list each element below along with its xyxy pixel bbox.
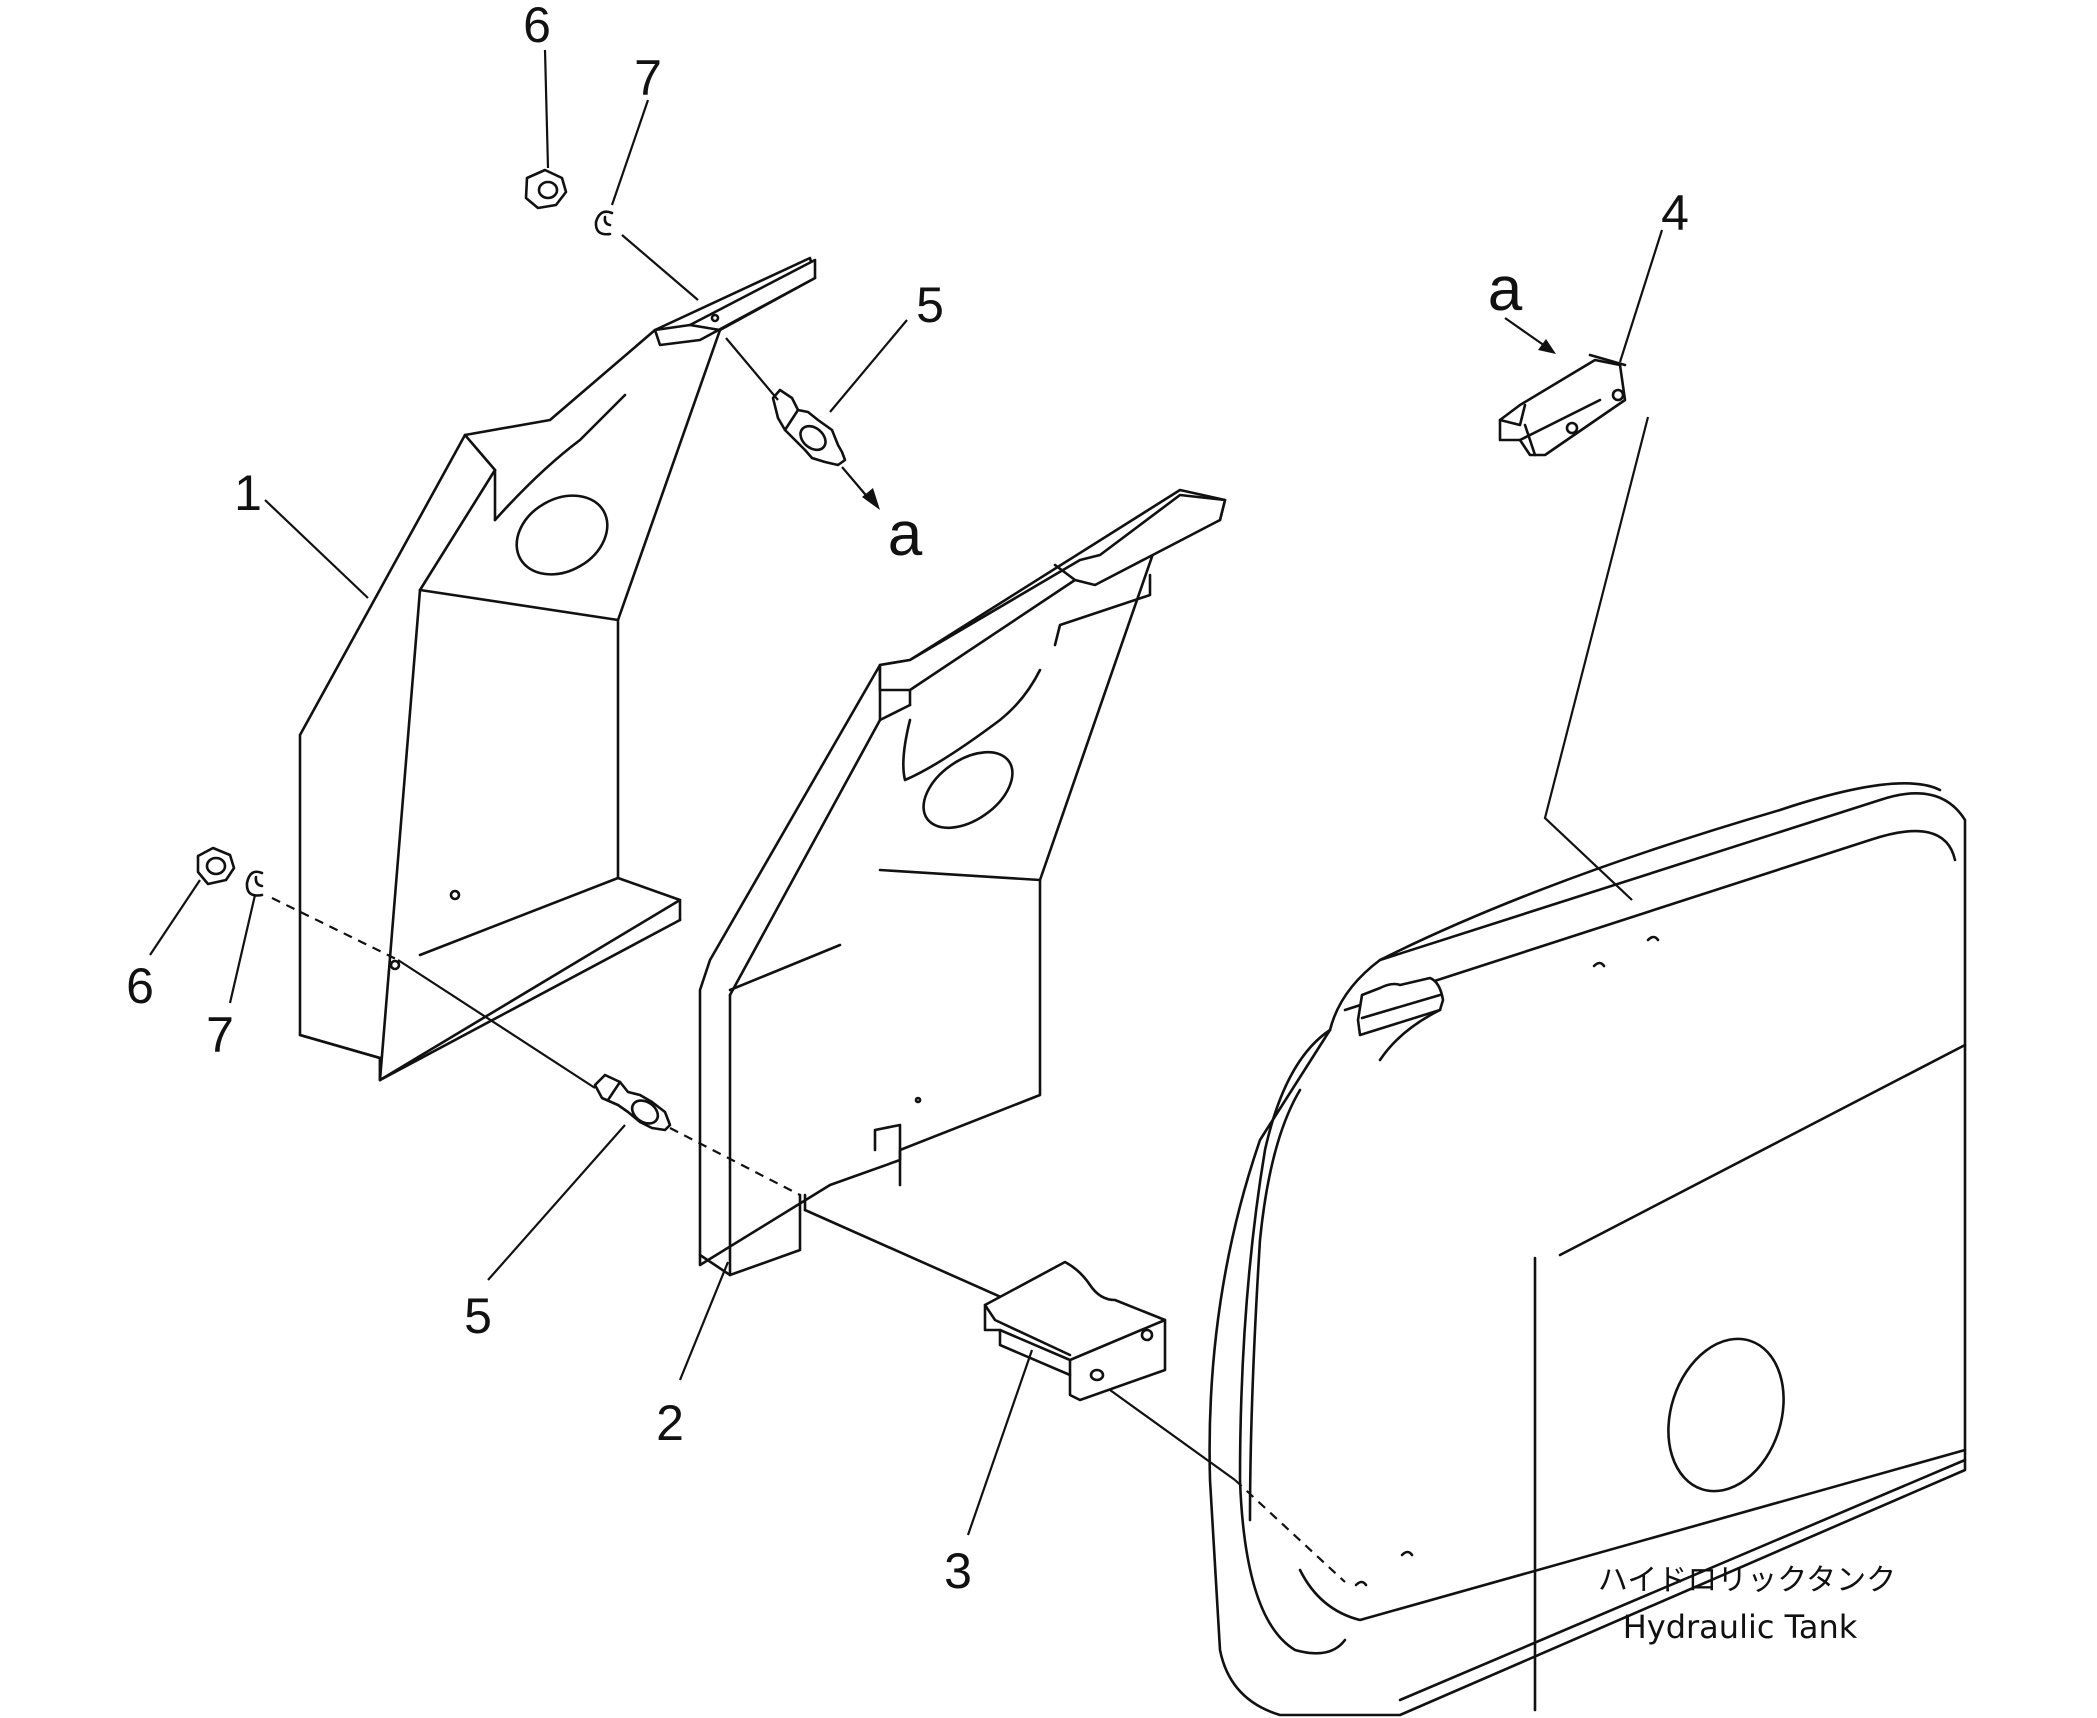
callout-part-7-lower: 7: [206, 1007, 234, 1063]
reference-label-a-right: a: [1488, 255, 1523, 324]
bolt-5-upper: [771, 388, 847, 467]
bolt-5-lower: [593, 1073, 672, 1132]
callout-part-1: 1: [234, 465, 262, 521]
washer-7-upper: [594, 210, 614, 236]
reference-label-a-upper: a: [888, 500, 923, 569]
callout-part-4: 4: [1661, 185, 1689, 241]
callout-part-6-lower: 6: [126, 958, 154, 1014]
tank-label-japanese: ハイドロリックタンク: [1598, 1563, 1896, 1598]
callout-leaders: [149, 49, 1664, 1536]
channel-bracket-4: [1498, 353, 1627, 457]
callout-part-5-upper: 5: [916, 277, 944, 333]
callout-part-3: 3: [944, 1543, 972, 1599]
nut-6-upper: [524, 168, 568, 210]
assembly-lines: [271, 234, 1650, 1583]
reference-arrow-upper: [841, 466, 880, 510]
reference-arrow-right: [1504, 317, 1556, 354]
callout-part-2: 2: [656, 1395, 684, 1451]
callout-part-6-upper: 6: [523, 0, 551, 53]
bracket-cover-2: [698, 488, 1227, 1312]
nut-6-lower: [196, 846, 236, 886]
callout-labels: 1 2 3 4 5 5 6 6 7 7 a a: [126, 0, 1689, 1599]
tank-label-english: Hydraulic Tank: [1623, 1608, 1858, 1646]
hydraulic-tank: ハイドロリックタンク Hydraulic Tank: [1208, 782, 1967, 1717]
bracket-cover-1: [298, 256, 817, 1082]
channel-bracket-3: [983, 1260, 1167, 1402]
callout-part-5-lower: 5: [464, 1288, 492, 1344]
callout-part-7-upper: 7: [634, 50, 662, 106]
washer-7-lower: [245, 870, 264, 897]
